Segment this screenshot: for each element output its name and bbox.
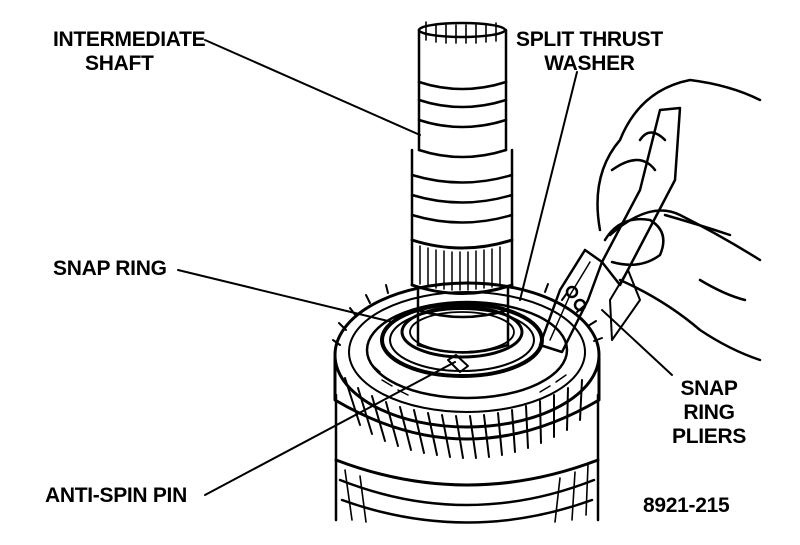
leader-intermediate-shaft	[204, 39, 421, 136]
figure-number: 8921-215	[643, 494, 730, 518]
shaft-drawing	[410, 21, 514, 354]
label-anti-spin-pin: ANTI-SPIN PIN	[45, 484, 187, 508]
label-snap-ring-pliers-line-2: RING	[683, 401, 735, 424]
label-snap-ring-text: SNAP RING	[53, 257, 167, 280]
label-anti-spin-pin-text: ANTI-SPIN PIN	[45, 484, 187, 507]
label-snap-ring: SNAP RING	[53, 257, 167, 281]
gear-drum	[334, 393, 600, 524]
leader-snap-ring-pliers	[601, 309, 673, 376]
thrust-washer-drawing	[400, 305, 524, 359]
leader-lines	[177, 39, 673, 496]
label-snap-ring-pliers-line-1: SNAP	[680, 377, 738, 400]
label-intermediate-shaft-line-2: SHAFT	[85, 52, 154, 75]
label-split-thrust-washer-line-2: WASHER	[544, 52, 635, 75]
label-intermediate-shaft: INTERMEDIATE SHAFT	[53, 28, 206, 76]
figure-number-text: 8921-215	[643, 494, 730, 517]
leader-snap-ring	[177, 269, 393, 323]
hand-drawing	[596, 78, 762, 362]
label-snap-ring-pliers-line-3: PLIERS	[672, 425, 747, 448]
leader-split-thrust-washer	[519, 71, 578, 301]
label-split-thrust-washer: SPLIT THRUST WASHER	[516, 28, 663, 76]
label-intermediate-shaft-line-1: INTERMEDIATE	[53, 28, 206, 51]
label-snap-ring-pliers: SNAP RING PLIERS	[672, 377, 746, 449]
leader-anti-spin-pin	[204, 361, 456, 496]
label-split-thrust-washer-line-1: SPLIT THRUST	[516, 28, 663, 51]
anti-spin-pin-drawing	[447, 354, 469, 373]
